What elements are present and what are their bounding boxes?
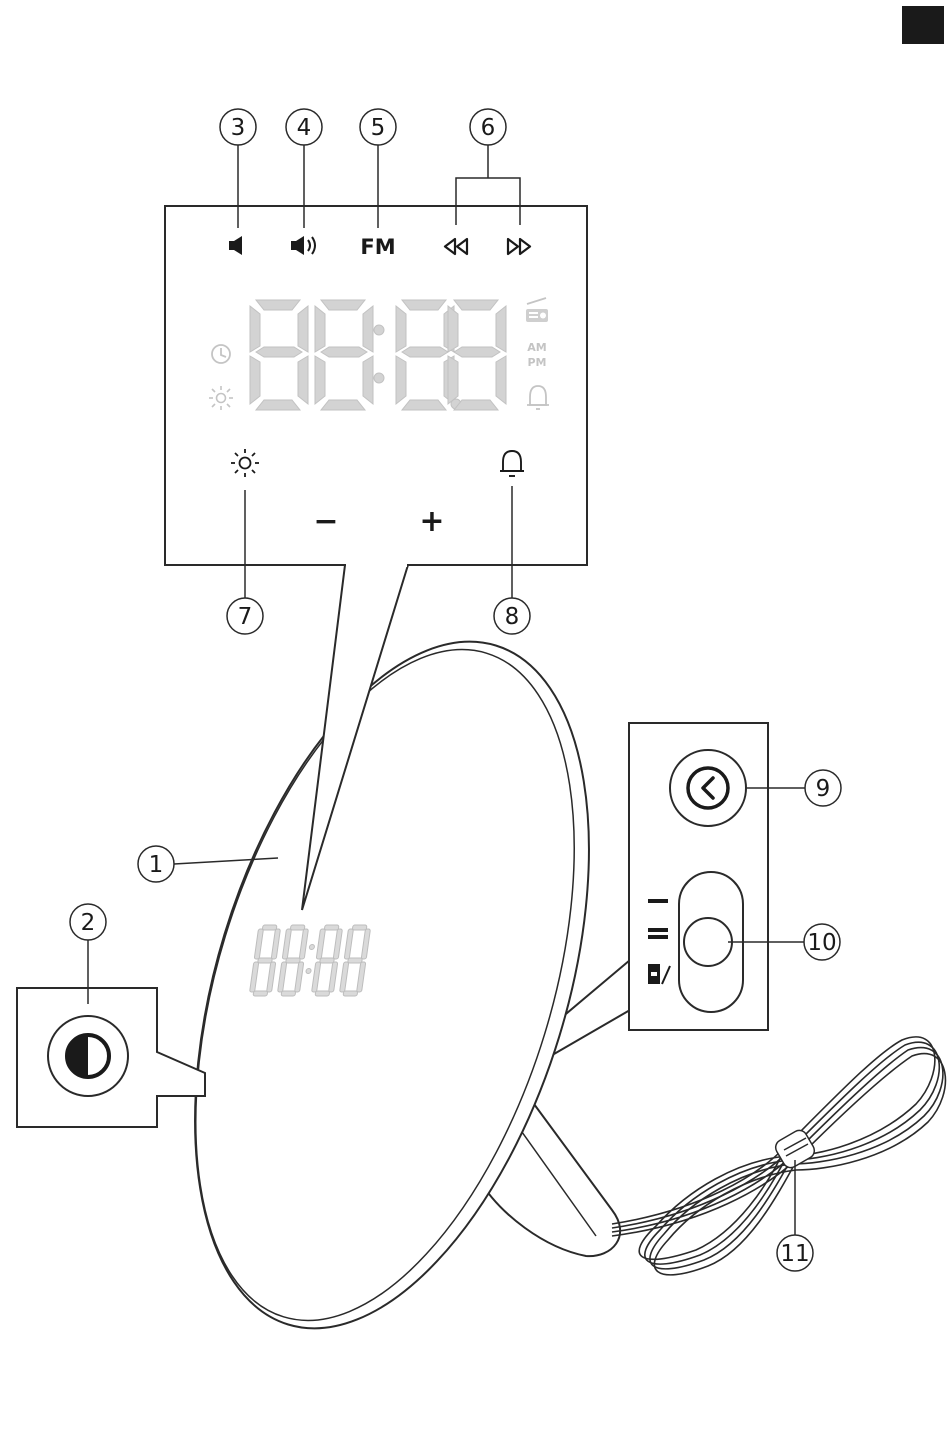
lamp-body [121, 563, 946, 1376]
callout-2: 2 [70, 904, 106, 940]
svg-text:5: 5 [371, 115, 386, 141]
svg-text:9: 9 [816, 776, 831, 802]
callout-5: 5 [360, 109, 396, 145]
svg-text:1: 1 [149, 852, 164, 878]
power-icon[interactable] [48, 1016, 128, 1096]
callout-7: 7 [227, 598, 263, 634]
svg-text:10: 10 [807, 930, 836, 956]
callout-1: 1 [138, 846, 174, 882]
minus-button[interactable]: − [313, 504, 338, 539]
page-marker [902, 6, 944, 44]
callout-10: 10 [804, 924, 840, 960]
callout-8: 8 [494, 598, 530, 634]
svg-text:8: 8 [505, 604, 520, 630]
callout-3: 3 [220, 109, 256, 145]
plus-button[interactable]: + [419, 504, 444, 539]
am-indicator: AM [527, 341, 546, 354]
svg-text:6: 6 [481, 115, 496, 141]
svg-text:7: 7 [238, 604, 253, 630]
svg-text:3: 3 [231, 115, 246, 141]
callout-9: 9 [805, 770, 841, 806]
callout-11: 11 [777, 1235, 813, 1271]
callout-6: 6 [470, 109, 506, 145]
lamp-dish-outer [121, 594, 663, 1375]
time-set-button[interactable] [670, 750, 746, 826]
display-panel: FM [165, 206, 587, 598]
svg-text:4: 4 [297, 115, 312, 141]
side-controls-panel [629, 723, 806, 1030]
pm-indicator: PM [527, 356, 546, 369]
svg-text:11: 11 [780, 1241, 809, 1267]
mode-one-line-icon [648, 899, 668, 903]
fm-button-label[interactable]: FM [360, 235, 395, 259]
callout-4: 4 [286, 109, 322, 145]
svg-text:2: 2 [81, 910, 96, 936]
power-button-panel [17, 940, 205, 1127]
